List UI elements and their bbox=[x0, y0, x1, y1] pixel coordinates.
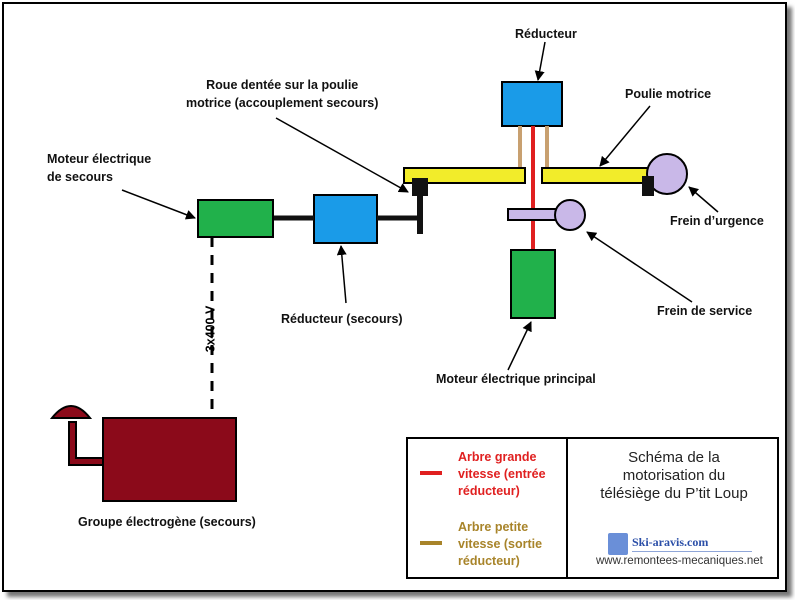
logo: Ski-aravis.com www.remontees-mecaniques.… bbox=[596, 533, 772, 573]
label-frein-service: Frein de service bbox=[657, 304, 753, 318]
label-voltage: 3x400 V bbox=[203, 305, 218, 353]
gear-wheel bbox=[412, 178, 428, 196]
generator-body bbox=[102, 417, 237, 502]
emergency-brake-caliper bbox=[642, 176, 654, 196]
arrow-reducteur bbox=[534, 41, 546, 81]
label-reducteur-secours: Réducteur (secours) bbox=[281, 312, 403, 326]
legend-box: Arbre grande vitesse (entrée réducteur) … bbox=[406, 437, 779, 579]
label-frein-urgence: Frein d’urgence bbox=[670, 214, 764, 228]
label-poulie-motrice: Poulie motrice bbox=[625, 87, 712, 101]
arrow-reducteur-secours bbox=[336, 245, 347, 304]
drive-pulley-right bbox=[541, 167, 651, 184]
label-moteur-secours: Moteur électrique de secours bbox=[47, 152, 152, 184]
label-reducteur: Réducteur bbox=[515, 27, 577, 41]
arrow-moteur-principal bbox=[507, 321, 532, 371]
backup-motor bbox=[197, 199, 274, 238]
legend-text-high-speed: Arbre grande vitesse (entrée réducteur) bbox=[458, 450, 546, 498]
arrow-roue-dentee bbox=[275, 117, 409, 193]
service-brake-disc bbox=[554, 199, 586, 231]
label-groupe: Groupe électrogène (secours) bbox=[78, 515, 256, 529]
main-reducer bbox=[501, 81, 563, 127]
logo-text: Ski-aravis.com bbox=[632, 535, 709, 549]
gear-wheel-shaft bbox=[417, 196, 423, 234]
logo-url: www.remontees-mecaniques.net bbox=[596, 555, 763, 567]
legend-divider bbox=[566, 439, 568, 577]
main-motor bbox=[510, 249, 556, 319]
emergency-brake-disc bbox=[646, 153, 688, 195]
arrow-frein-urgence bbox=[688, 186, 719, 213]
drive-pulley-left bbox=[403, 167, 526, 184]
skier-icon bbox=[608, 533, 628, 555]
label-moteur-principal: Moteur électrique principal bbox=[436, 372, 596, 386]
arrow-frein-service bbox=[586, 231, 693, 303]
arrow-moteur-secours bbox=[121, 189, 196, 220]
service-brake-bar bbox=[507, 208, 561, 221]
legend-text-low-speed: Arbre petite vitesse (sortie réducteur) bbox=[458, 520, 543, 568]
legend-title: Schéma de la motorisation du télésiège d… bbox=[600, 449, 748, 502]
arrow-poulie-motrice bbox=[599, 105, 651, 167]
legend-line-low-speed bbox=[420, 541, 442, 545]
legend-line-high-speed bbox=[420, 471, 442, 475]
generator-exhaust bbox=[68, 421, 104, 466]
logo-rule bbox=[632, 551, 752, 552]
backup-reducer bbox=[313, 194, 378, 244]
generator-exhaust-cap bbox=[49, 405, 93, 419]
label-roue-dentee: Roue dentée sur la poulie motrice (accou… bbox=[186, 78, 379, 110]
